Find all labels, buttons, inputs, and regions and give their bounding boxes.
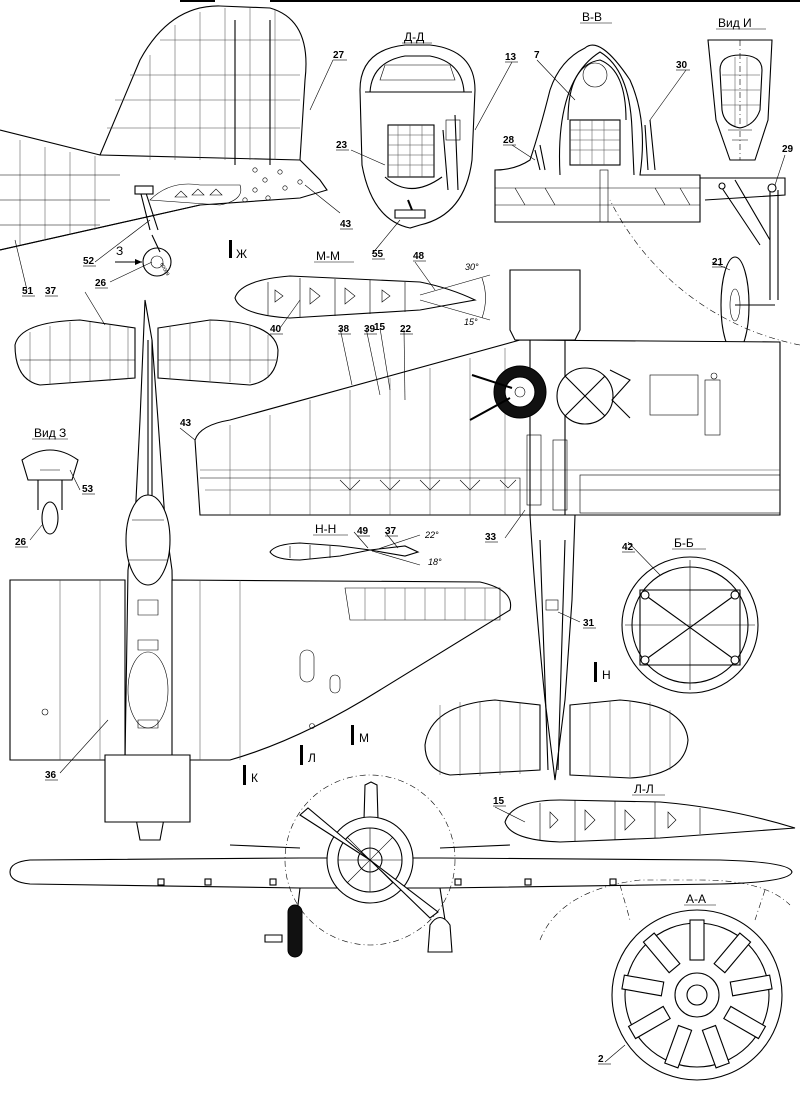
callout-13: 13 bbox=[505, 52, 517, 63]
section-hh bbox=[269, 534, 421, 566]
callout-15-wing: 15 bbox=[374, 322, 386, 333]
callout-39: 39 bbox=[364, 324, 376, 335]
bottom-view-rear-fuselage bbox=[424, 514, 689, 781]
view-i bbox=[707, 39, 773, 161]
callout-51: 51 bbox=[22, 286, 34, 297]
callout-15-ll: 15 bbox=[493, 796, 505, 807]
callout-52: 52 bbox=[83, 256, 95, 267]
title-section-bb: Б-Б bbox=[674, 536, 694, 550]
section-ll bbox=[504, 799, 796, 843]
section-aa bbox=[539, 879, 791, 1081]
cut-mark-letters: Ж З Н Л М К bbox=[116, 244, 611, 785]
callout-30: 30 bbox=[676, 60, 688, 71]
callout-29: 29 bbox=[782, 144, 794, 155]
section-mm bbox=[234, 274, 491, 321]
callout-23: 23 bbox=[336, 140, 348, 151]
title-view-i: Вид И bbox=[718, 16, 752, 30]
callout-21: 21 bbox=[712, 257, 724, 268]
top-view-tailplane bbox=[14, 319, 279, 386]
arrow-label-z: З bbox=[116, 244, 123, 258]
main-gear-side bbox=[609, 177, 800, 354]
title-section-aa: А-А bbox=[686, 892, 706, 906]
angle-18: 18° bbox=[428, 557, 442, 567]
angle-15: 15° bbox=[464, 317, 478, 327]
callout-37-hh: 37 bbox=[385, 526, 397, 537]
callout-33: 33 bbox=[485, 532, 497, 543]
cut-mark-k: К bbox=[251, 771, 258, 785]
callout-7: 7 bbox=[534, 50, 540, 61]
callout-2: 2 bbox=[598, 1054, 604, 1065]
callout-49: 49 bbox=[357, 526, 369, 537]
callout-40: 40 bbox=[270, 324, 282, 335]
leader-lines bbox=[14, 59, 786, 1063]
section-bb bbox=[621, 556, 759, 694]
callout-43-fin: 43 bbox=[340, 219, 352, 230]
callout-27: 27 bbox=[333, 50, 345, 61]
title-section-dd: Д-Д bbox=[404, 30, 424, 44]
callout-53: 53 bbox=[82, 484, 94, 495]
top-view-wing bbox=[9, 579, 512, 823]
callout-26-tail: 26 bbox=[95, 278, 107, 289]
cut-marks bbox=[229, 240, 597, 785]
callout-31: 31 bbox=[583, 618, 595, 629]
angle-22: 22° bbox=[424, 530, 439, 540]
cut-mark-m: М bbox=[359, 731, 369, 745]
title-section-ll: Л-Л bbox=[634, 782, 654, 796]
callout-42: 42 bbox=[622, 542, 634, 553]
angle-30: 30° bbox=[465, 262, 479, 272]
section-dd bbox=[359, 44, 476, 229]
cut-mark-n: Н bbox=[602, 668, 611, 682]
callout-22: 22 bbox=[400, 324, 412, 335]
view-z bbox=[21, 449, 79, 535]
callout-37-tail: 37 bbox=[45, 286, 57, 297]
fin-side-view bbox=[0, 5, 328, 277]
top-view-fuselage bbox=[124, 299, 176, 841]
callout-38: 38 bbox=[338, 324, 350, 335]
title-section-mm: М-М bbox=[316, 249, 340, 263]
front-view bbox=[9, 774, 793, 958]
callout-26-view-z: 26 bbox=[15, 537, 27, 548]
callout-28: 28 bbox=[503, 135, 515, 146]
cut-mark-l: Л bbox=[308, 751, 316, 765]
title-section-hh: Н-Н bbox=[315, 522, 336, 536]
title-view-z: Вид З bbox=[34, 426, 66, 440]
section-titles: Д-Д В-В Вид И М-М Вид З Н-Н Б-Б Л-Л А-А bbox=[32, 10, 766, 906]
callout-55: 55 bbox=[372, 249, 384, 260]
bottom-view-wing bbox=[194, 269, 781, 516]
cut-mark-zh: Ж bbox=[236, 247, 247, 261]
callout-48: 48 bbox=[413, 251, 425, 262]
callout-36: 36 bbox=[45, 770, 57, 781]
title-section-vv: В-В bbox=[582, 10, 602, 24]
callout-43-wing: 43 bbox=[180, 418, 192, 429]
callout-numbers: 27 13 7 30 28 23 29 52 26 51 43 55 21 48… bbox=[15, 50, 794, 1065]
section-vv bbox=[494, 44, 701, 223]
